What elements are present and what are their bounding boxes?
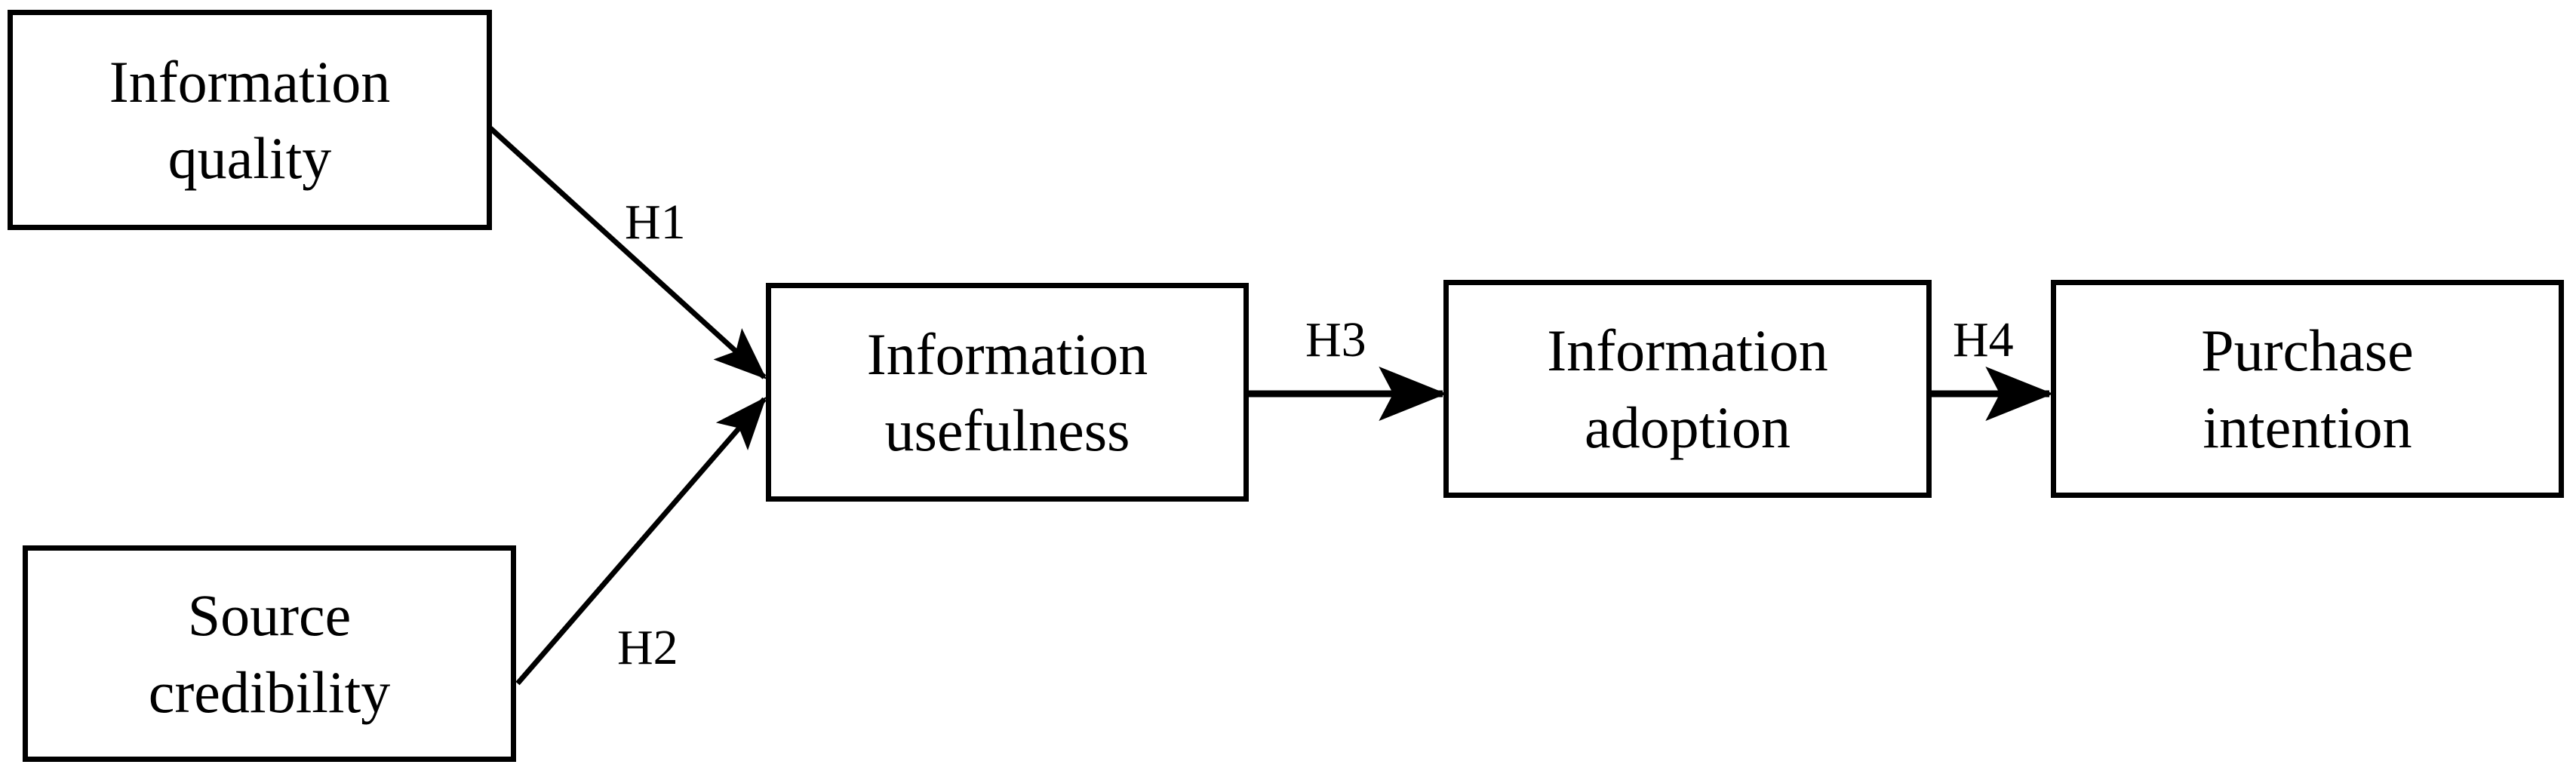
node-information-quality-line1: Information (109, 48, 391, 115)
node-information-usefulness-line2: usefulness (884, 398, 1130, 463)
edge-h1-line (488, 126, 767, 379)
node-information-quality-line2: quality (168, 125, 332, 191)
node-purchase-intention-line1: Purchase (2201, 318, 2414, 384)
node-information-usefulness-line1: Information (866, 321, 1148, 387)
node-information-adoption-line1: Information (1547, 318, 1828, 384)
edge-label-h2: H2 (617, 620, 678, 675)
node-information-adoption-line2: adoption (1585, 394, 1791, 460)
node-source-credibility-line1: Source (187, 582, 352, 649)
edge-label-h4: H4 (1953, 312, 2014, 367)
edge-label-h3: H3 (1305, 312, 1366, 367)
node-source-credibility: Source credibility (23, 545, 516, 762)
edge-label-h1: H1 (625, 195, 686, 250)
node-information-quality: Information quality (8, 10, 492, 230)
node-source-credibility-line2: credibility (148, 659, 391, 725)
node-information-usefulness: Information usefulness (766, 283, 1249, 502)
node-information-adoption: Information adoption (1443, 280, 1932, 498)
node-purchase-intention: Purchase intention (2051, 280, 2564, 498)
node-purchase-intention-line2: intention (2203, 394, 2412, 460)
